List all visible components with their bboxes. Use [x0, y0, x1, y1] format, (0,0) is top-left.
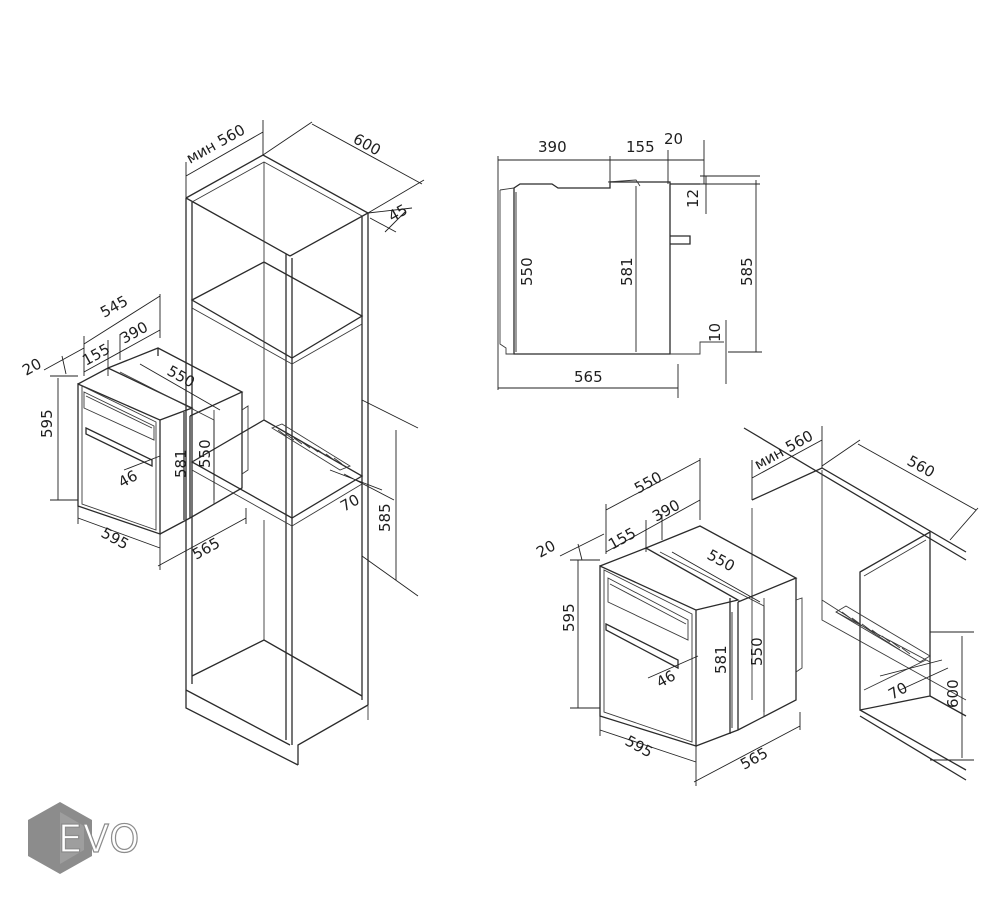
oven-right: 550 155 390 20 550 595 550 581 46 595 56…	[533, 458, 803, 786]
side-dim-top-b: 155	[626, 138, 655, 156]
side-dim-top-a: 390	[538, 138, 567, 156]
dim-body-depth: 565	[189, 534, 223, 564]
uc-dim-vent-depth: 70	[885, 678, 910, 703]
dim-height: 595	[38, 409, 56, 438]
uc-dim-niche-height: 600	[944, 679, 962, 708]
dim-width: 595	[98, 524, 132, 554]
dim-body-height: 550	[196, 439, 214, 468]
dim-niche-height: 585	[376, 503, 394, 532]
uc-oven-dim-handle: 46	[653, 666, 678, 691]
dim-min-width: мин 560	[183, 121, 248, 168]
uc-dim-min-width: мин 560	[751, 427, 816, 474]
uc-oven-dim-total-depth: 550	[631, 468, 665, 498]
uc-oven-dim-body-depth: 565	[737, 744, 771, 774]
logo-text: EVO	[58, 817, 140, 861]
side-dim-height-niche: 585	[738, 257, 756, 286]
uc-oven-dim-body-width-top: 550	[704, 546, 738, 576]
uc-oven-dim-height: 595	[560, 603, 578, 632]
uc-dim-depth: 560	[904, 452, 938, 482]
dim-vent-depth: 70	[337, 490, 362, 515]
uc-oven-dim-width: 595	[622, 732, 656, 762]
side-dim-bottom-gap: 10	[706, 323, 724, 342]
uc-oven-dim-panel-depth: 155	[605, 524, 639, 554]
oven-left: 545 155 390 20 550 595 550 581 46 595 56…	[19, 292, 249, 570]
dim-front-overhang: 20	[19, 354, 44, 379]
under-counter: мин 560 560 600 70	[743, 426, 979, 781]
dim-depth: 600	[350, 130, 384, 160]
dim-body-upper: 390	[117, 318, 151, 348]
uc-oven-dim-body-side-height: 581	[712, 645, 730, 674]
dim-back-gap: 45	[385, 200, 410, 225]
side-view: 390 155 20 12 550 581 585 10 565	[497, 130, 762, 398]
uc-oven-dim-front-overhang: 20	[533, 536, 558, 561]
side-dim-depth: 565	[574, 368, 603, 386]
dim-body-side-height: 581	[172, 449, 190, 478]
tall-cabinet: мин 560 600 45 585 70	[183, 120, 425, 766]
uc-oven-dim-body-height: 550	[748, 637, 766, 666]
side-dim-height-mid: 581	[618, 257, 636, 286]
side-dim-top-gap: 12	[684, 189, 702, 208]
side-dim-height-front: 550	[518, 257, 536, 286]
dim-handle: 46	[115, 466, 140, 491]
uc-oven-dim-body-upper: 390	[649, 496, 683, 526]
brand-logo: EVO	[28, 802, 140, 874]
side-dim-top-c: 20	[664, 130, 683, 148]
